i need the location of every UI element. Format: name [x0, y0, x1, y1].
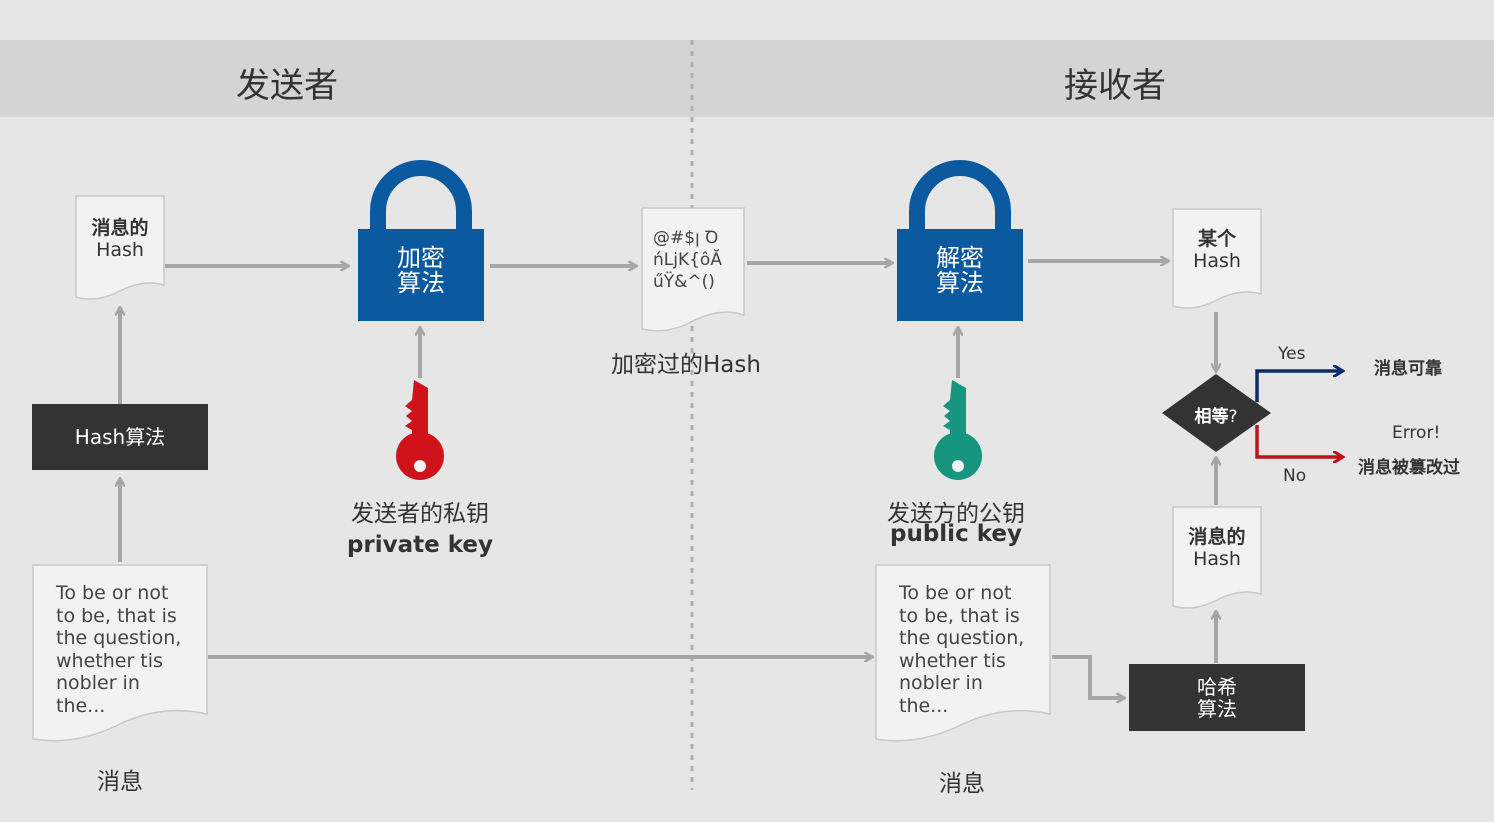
receiver-hash-line2: Hash	[1193, 548, 1241, 570]
error-label: Error!	[1392, 423, 1441, 443]
lock-icon	[897, 160, 1023, 321]
decrypt-lock: 解密 算法	[895, 153, 1025, 323]
encrypt-line1: 加密	[397, 244, 445, 272]
encrypted-text: @#$ꞁ Ꝺ ńLjK{ôĂ űŸ&^()	[653, 228, 722, 292]
yes-label: Yes	[1278, 344, 1306, 364]
sender-message-label: 消息	[97, 769, 143, 795]
receiver-hash-algo-line1: 哈希	[1197, 674, 1237, 699]
some-hash-line1: 某个	[1197, 228, 1236, 250]
public-key-en: public key	[890, 521, 1022, 547]
receiver-hash-algo-line2: 算法	[1197, 696, 1237, 721]
receiver-message-label: 消息	[939, 771, 985, 797]
receiver-message-doc: To be or not to be, that is the question…	[875, 564, 1051, 750]
private-key-label: 发送者的私钥	[351, 501, 489, 527]
private-key-en: private key	[346, 532, 494, 558]
some-hash-doc: 某个 Hash	[1172, 208, 1262, 312]
sender-hash-line2: Hash	[96, 239, 144, 261]
encrypted-hash-doc: @#$ꞁ Ꝺ ńLjK{ôĂ űŸ&^()	[641, 207, 745, 337]
header-band	[0, 40, 1494, 117]
receiver-title: 接收者	[1064, 66, 1166, 106]
decrypt-line1: 解密	[936, 244, 984, 272]
receiver-hash-doc: 消息的 Hash	[1172, 506, 1262, 612]
encrypt-lock: 加密 算法	[356, 153, 486, 323]
sender-title: 发送者	[236, 66, 338, 106]
arrow-msg-to-hasher	[1052, 655, 1124, 698]
arrow-no	[1255, 425, 1342, 457]
some-hash-line2: Hash	[1193, 250, 1241, 272]
sender-message-doc: To be or not to be, that is the question…	[32, 564, 208, 750]
tampered-label: 消息被篡改过	[1358, 458, 1460, 478]
sender-hash-line1: 消息的	[91, 217, 149, 239]
arrow-yes	[1255, 371, 1342, 402]
key-icon	[392, 378, 448, 482]
compare-equal: 相等	[1194, 407, 1229, 427]
receiver-hash-algorithm-box: 哈希 算法	[1129, 664, 1305, 731]
key-icon	[930, 378, 986, 482]
compare-diamond	[1162, 374, 1271, 452]
decrypt-line2: 算法	[936, 269, 984, 297]
receiver-hash-line1: 消息的	[1188, 526, 1246, 548]
public-key-label: 发送方的公钥	[887, 501, 1025, 527]
reliable-label: 消息可靠	[1374, 359, 1442, 379]
sender-hash-doc: 消息的 Hash	[75, 195, 165, 305]
lock-icon	[358, 160, 484, 321]
hash-algorithm-box: Hash算法	[32, 404, 208, 470]
compare-label: 相等?	[1168, 402, 1264, 427]
encrypt-line2: 算法	[397, 269, 445, 297]
encrypted-hash-label: 加密过的Hash	[611, 352, 761, 378]
no-label: No	[1283, 466, 1307, 486]
compare-q: ?	[1228, 407, 1238, 427]
hash-algorithm-label: Hash算法	[74, 425, 166, 449]
